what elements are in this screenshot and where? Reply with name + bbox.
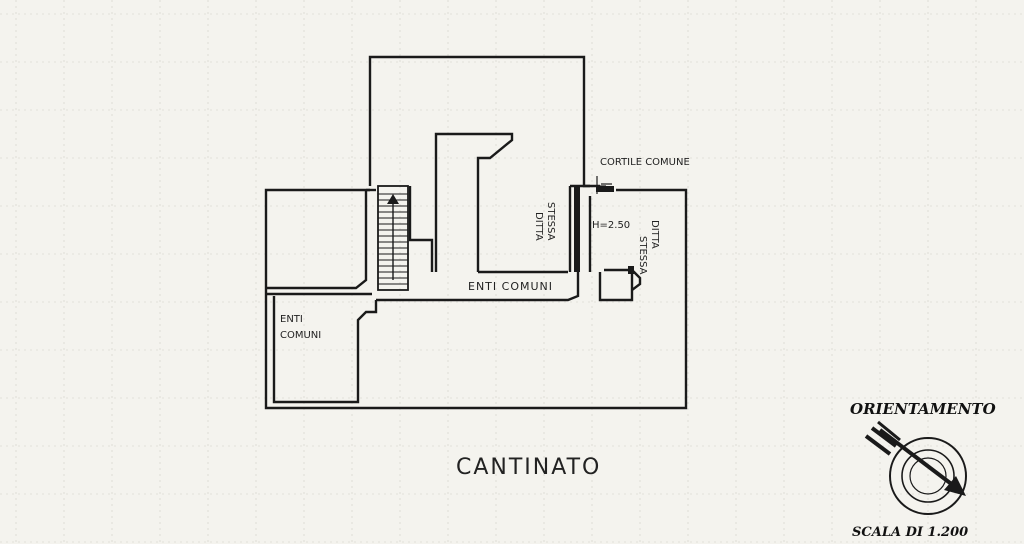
label-height: H=2.50: [592, 220, 630, 231]
label-stessa-ditta-right: DITTA STESSA: [637, 220, 660, 275]
staircase: [377, 185, 409, 291]
svg-text:STESSA: STESSA: [545, 202, 556, 241]
svg-text:STESSA: STESSA: [637, 236, 648, 275]
label-enti-comuni-room-line1: ENTI: [280, 314, 303, 325]
label-enti-comuni-room-line2: COMUNI: [280, 330, 321, 341]
label-enti-comuni-corridor: ENTI COMUNI: [468, 280, 553, 293]
floor-plan-walls: [264, 55, 688, 410]
svg-text:DITTA: DITTA: [649, 220, 660, 249]
label-cortile-comune: CORTILE COMUNE: [600, 157, 690, 168]
orientation-title: ORIENTAMENTO: [850, 400, 996, 418]
scale-label: SCALA DI 1.200: [852, 525, 968, 540]
entrance-marker: [590, 176, 612, 194]
label-stessa-ditta-left: STESSA DITTA: [533, 202, 556, 241]
floor-title: CANTINATO: [456, 455, 601, 480]
wall-thickenings: [574, 186, 634, 274]
svg-text:DITTA: DITTA: [533, 212, 544, 241]
compass-icon: [864, 420, 967, 515]
